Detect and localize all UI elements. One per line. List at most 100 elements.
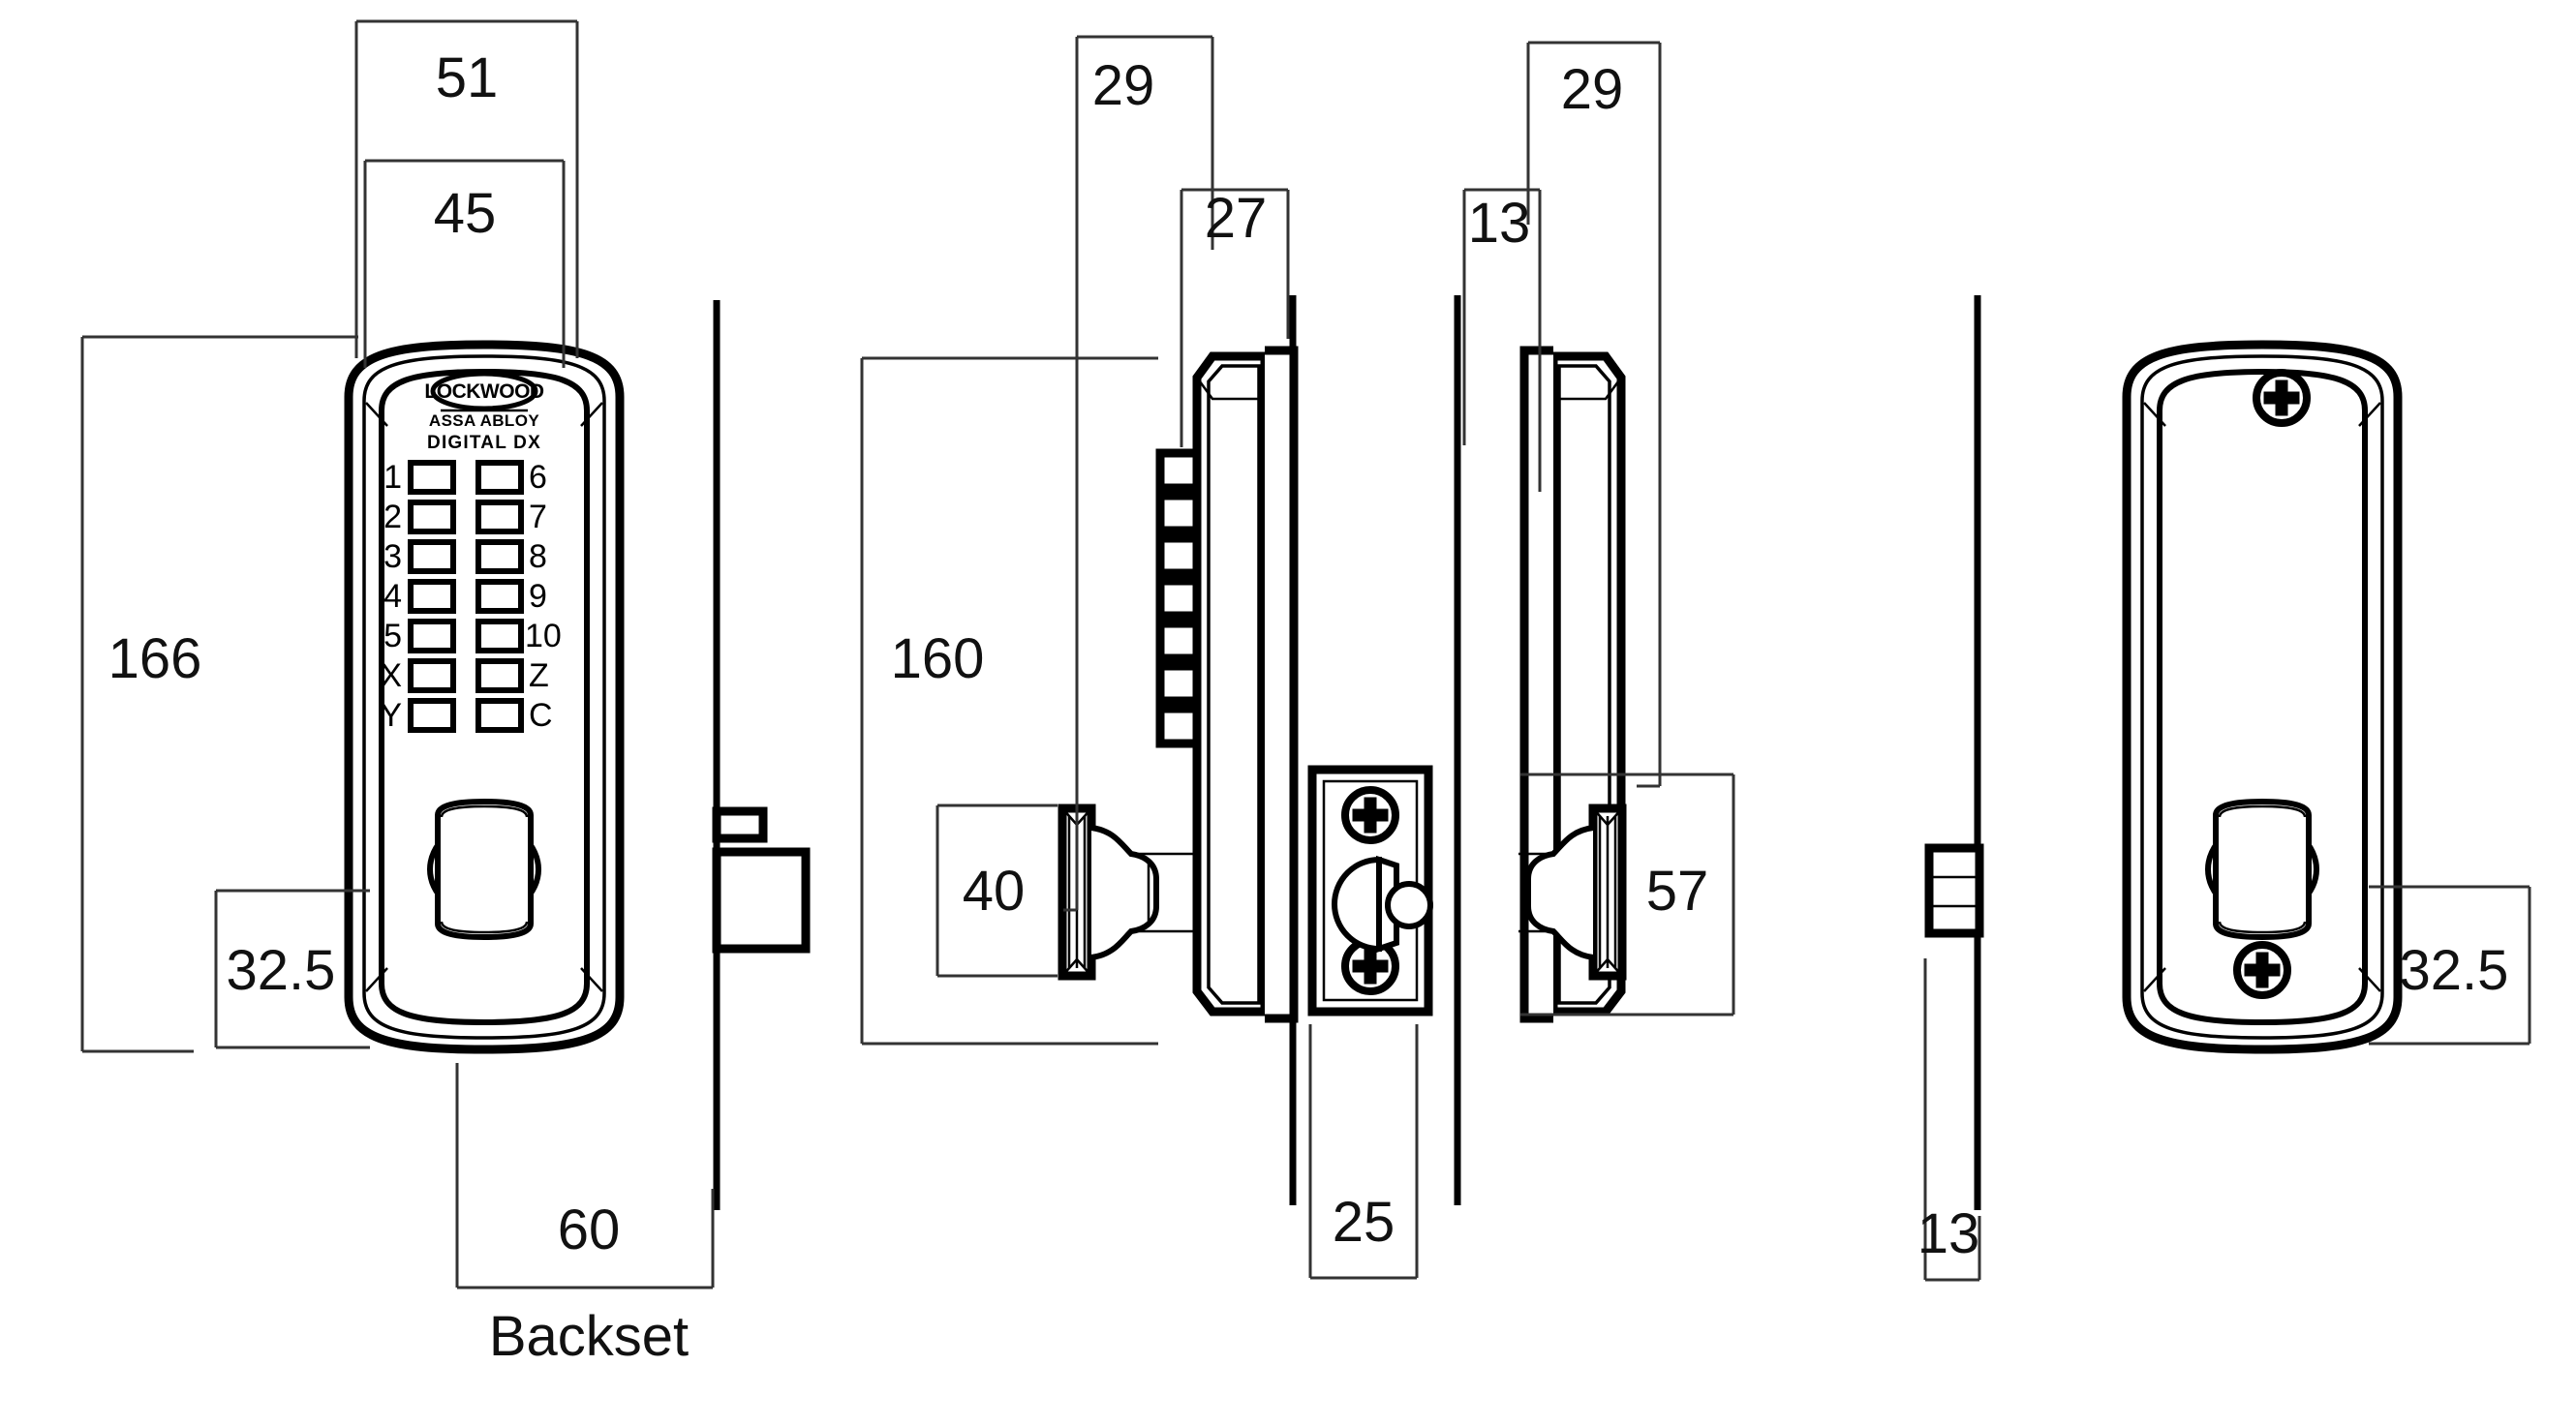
rear-knob-bottom-highlight xyxy=(2218,921,2307,934)
escutcheon-bevel-line xyxy=(362,354,606,1040)
dim-160: 160 xyxy=(860,356,1158,1046)
mitre-line-tl xyxy=(365,402,388,427)
dim-40-label: 40 xyxy=(963,860,1026,923)
right-thumbturn-profile xyxy=(1518,804,1627,981)
button-profile-4 xyxy=(1155,576,1202,621)
dim-25-label: 25 xyxy=(1333,1191,1395,1254)
key-label-8: 8 xyxy=(529,538,547,575)
keypad-button-z[interactable] xyxy=(475,658,524,693)
rear-thumbturn-knob-body[interactable] xyxy=(2213,798,2312,941)
key-label-5: 5 xyxy=(383,618,402,654)
keypad-button-6[interactable] xyxy=(475,460,524,495)
key-label-4: 4 xyxy=(383,578,402,615)
dim-29-left-label: 29 xyxy=(1092,54,1155,117)
latch-bolt-nose xyxy=(1332,856,1382,953)
dim-32p5-left-label: 32.5 xyxy=(227,939,336,1002)
keypad-button-y[interactable] xyxy=(408,698,456,733)
button-profile-1 xyxy=(1155,448,1202,493)
latch-bolt-block xyxy=(712,847,811,954)
dim-29-right-label: 29 xyxy=(1561,58,1624,121)
dim-45-label: 45 xyxy=(434,182,497,245)
keypad-button-1[interactable] xyxy=(408,460,456,495)
dim-57-label: 57 xyxy=(1646,860,1709,923)
rear-plate-screw-top-icon xyxy=(2256,373,2307,423)
mitre-line-bl xyxy=(365,967,388,992)
dim-29-left: 29 xyxy=(1063,35,1214,912)
button-profile-3 xyxy=(1155,533,1202,578)
keypad-button-10[interactable] xyxy=(475,619,524,653)
rear-plate-screw-bottom-icon xyxy=(2237,945,2287,995)
model-name-text: DIGITAL DX xyxy=(427,433,541,453)
rear-escutcheon-view: 13 32.5 xyxy=(1917,295,2531,1282)
dim-60-label: 60 xyxy=(558,1198,621,1261)
latch-faceplate-view: 25 xyxy=(1307,765,1433,1280)
keypad-button-5[interactable] xyxy=(408,619,456,653)
button-profile-2 xyxy=(1155,491,1202,535)
lock-side-section-view: 29 27 13 29 160 xyxy=(860,35,1735,1205)
key-label-3: 3 xyxy=(383,538,402,575)
deadlatch-tongue xyxy=(712,806,768,843)
dim-32p5-left: 32.5 xyxy=(214,889,370,1049)
thumbturn-knob-top-highlight xyxy=(440,804,529,818)
key-label-6: 6 xyxy=(529,459,547,496)
rear-knob-top-highlight xyxy=(2218,804,2307,818)
thumbturn-knob-bottom-highlight xyxy=(440,921,529,934)
dim-27-label: 27 xyxy=(1205,187,1268,250)
lockwood-logo-oval xyxy=(430,371,538,411)
dim-166-label: 166 xyxy=(108,627,202,690)
keypad-escutcheon-profile-inner xyxy=(1207,364,1261,1005)
dim-27: 27 xyxy=(1180,187,1290,447)
keypad-button-8[interactable] xyxy=(475,539,524,574)
keypad-button-7[interactable] xyxy=(475,500,524,534)
keypad-button-2[interactable] xyxy=(408,500,456,534)
assa-abloy-text: ASSA ABLOY xyxy=(429,411,539,430)
faceplate-screw-top-icon xyxy=(1345,790,1395,840)
rear-plate-bevel-line xyxy=(2140,354,2384,1040)
dim-13-bottom: 13 xyxy=(1917,958,1981,1282)
dim-32p5-right: 32.5 xyxy=(2369,885,2531,1046)
button-profile-6 xyxy=(1155,661,1202,706)
mitre-line-tr xyxy=(580,402,603,427)
dim-166: 166 xyxy=(80,335,358,1053)
keypad-button-c[interactable] xyxy=(475,698,524,733)
lockwood-logo-text: LOCKWOOD xyxy=(424,380,543,403)
keypad-button-3[interactable] xyxy=(408,539,456,574)
rear-mitre-line-bl xyxy=(2143,967,2166,992)
rear-escutcheon-profile-inner xyxy=(1557,364,1611,1005)
dim-51-label: 51 xyxy=(436,46,499,109)
key-label-7: 7 xyxy=(529,499,547,535)
rear-mitre-line-tl xyxy=(2143,402,2166,427)
rear-mitre-line-br xyxy=(2358,967,2381,992)
key-label-z: Z xyxy=(529,657,549,694)
key-label-c: C xyxy=(529,697,553,734)
escutcheon-mounting-plate-left xyxy=(1265,346,1299,1023)
rear-profile-top-mitre xyxy=(1553,377,1623,401)
left-thumbturn-profile xyxy=(1058,804,1197,981)
key-label-10: 10 xyxy=(525,618,562,654)
dim-32p5-right-label: 32.5 xyxy=(2400,939,2509,1002)
key-label-2: 2 xyxy=(383,499,402,535)
key-label-y: Y xyxy=(380,697,402,734)
button-profile-5 xyxy=(1155,619,1202,663)
mitre-line-br xyxy=(580,967,603,992)
key-label-9: 9 xyxy=(529,578,547,615)
key-label-1: 1 xyxy=(383,459,402,496)
keypad-button-9[interactable] xyxy=(475,579,524,614)
dim-25: 25 xyxy=(1308,1024,1419,1280)
keypad-button-4[interactable] xyxy=(408,579,456,614)
dim-57: 57 xyxy=(1520,773,1735,1016)
keypad-button-x[interactable] xyxy=(408,658,456,693)
dim-45: 45 xyxy=(363,159,566,368)
key-label-x: X xyxy=(380,657,402,694)
backset-caption: Backset xyxy=(489,1305,689,1368)
dim-13-top-label: 13 xyxy=(1468,192,1531,255)
dim-29-right: 29 xyxy=(1526,41,1662,788)
striker-latch-block xyxy=(1924,843,1984,938)
thumbturn-knob-body[interactable] xyxy=(435,798,534,941)
dim-60: 60 xyxy=(455,1063,715,1289)
dim-13-bottom-label: 13 xyxy=(1917,1202,1980,1265)
keypad-escutcheon-front-view: LOCKWOOD ASSA ABLOY DIGITAL DX 1 6 2 7 3… xyxy=(80,19,811,1368)
dim-51: 51 xyxy=(354,19,579,358)
rear-mitre-line-tr xyxy=(2358,402,2381,427)
